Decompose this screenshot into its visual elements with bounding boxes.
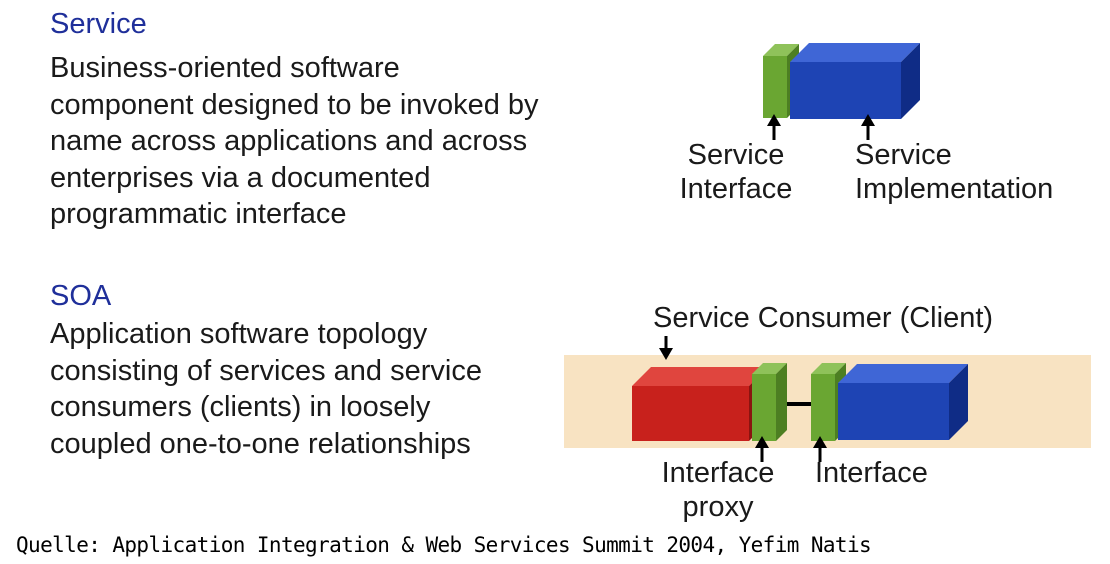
soa-heading: SOA <box>50 280 112 312</box>
arrow-up-icon <box>755 436 769 462</box>
interface-label: Interface <box>815 457 928 489</box>
arrow-up-icon <box>861 114 875 140</box>
service-diagram <box>763 43 920 140</box>
soa-definition-line: coupled one-to-one relationships <box>50 427 471 460</box>
arrow-up-icon <box>767 114 781 140</box>
service-definition-line: programmatic interface <box>50 198 347 230</box>
soa-definition-line: Application software topology <box>50 318 428 350</box>
source-caption: Quelle: Application Integration & Web Se… <box>16 533 872 557</box>
soa-definition: Application software topology consisting… <box>50 316 482 462</box>
arrow-up-icon <box>813 436 827 462</box>
label-line: Interface <box>679 173 793 205</box>
soa-diagram <box>564 336 1091 462</box>
service-heading: Service <box>50 8 147 40</box>
service-interface-label: Service Interface <box>664 138 808 206</box>
interface-proxy-block <box>752 363 787 441</box>
service-definition-line: name across applications and across <box>50 125 528 157</box>
soa-definition-line: consisting of services and service <box>50 354 482 387</box>
label-line: Interface <box>661 457 775 489</box>
arrow-down-icon <box>659 336 673 360</box>
service-definition: Business-oriented software component des… <box>50 50 539 233</box>
service-consumer-label: Service Consumer (Client) <box>653 302 994 334</box>
service-definition-line: component designed to be invoked by <box>50 88 539 121</box>
label-line: proxy <box>682 491 754 523</box>
service-implementation-label: Service Implementation <box>855 138 1053 206</box>
service-implementation-block <box>790 43 920 119</box>
service-definition-line: enterprises via a documented <box>50 161 431 194</box>
label-line: Service <box>687 139 785 171</box>
service-definition-line: Business-oriented software <box>50 52 400 84</box>
label-line: Implementation <box>855 173 1054 205</box>
interface-proxy-label: Interface proxy <box>648 456 788 524</box>
label-line: Service <box>855 139 952 171</box>
service-implementation-block <box>838 364 968 440</box>
soa-definition-line: consumers (clients) in loosely <box>50 391 431 423</box>
consumer-block <box>632 367 768 441</box>
